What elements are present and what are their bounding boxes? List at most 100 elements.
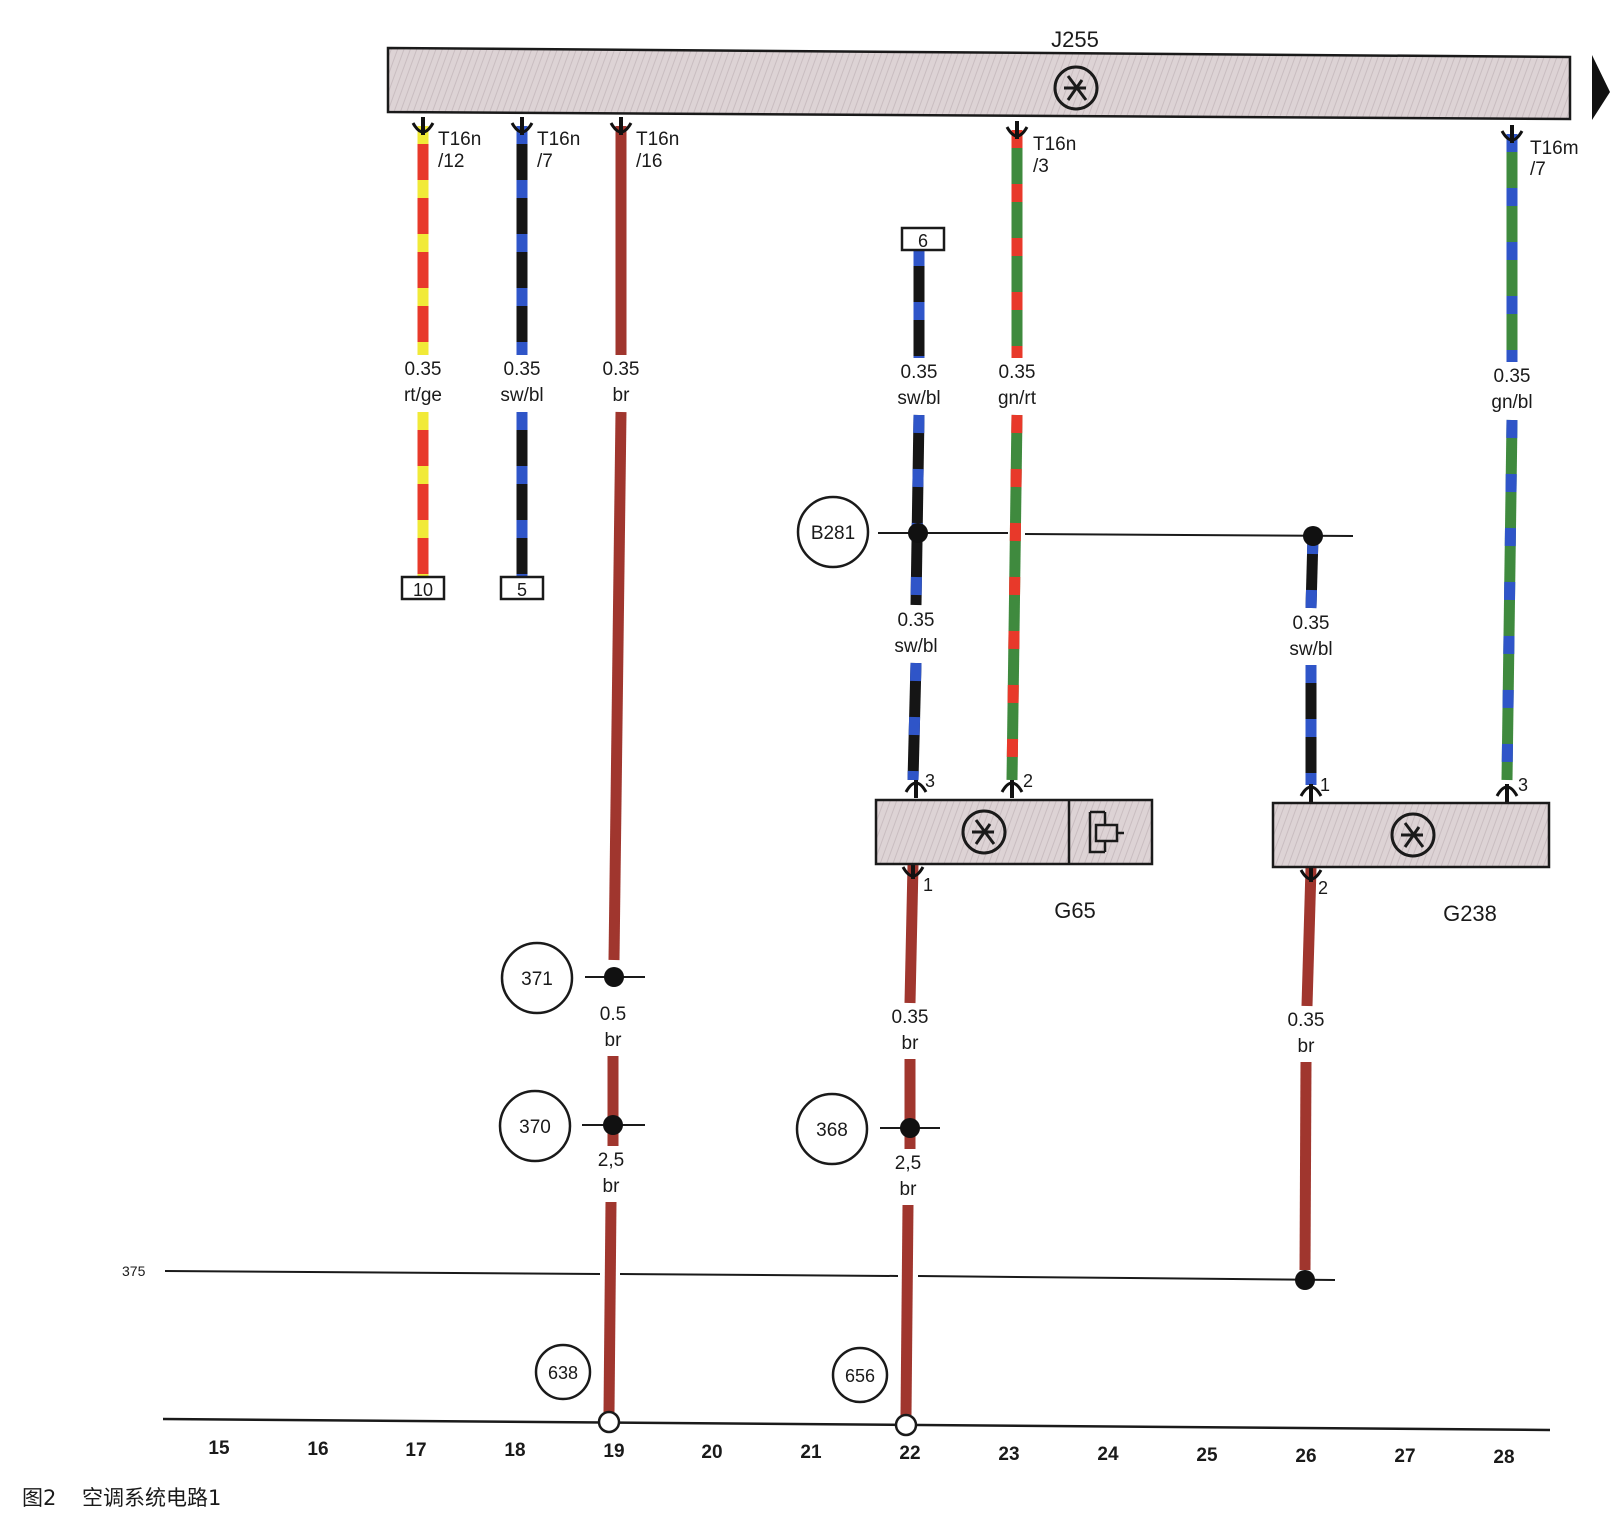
- pin-name-t16n-3: T16n: [1033, 134, 1076, 155]
- wire-w5: [1006, 414, 1023, 781]
- svg-text:0.35: 0.35: [892, 1007, 929, 1028]
- grid-number: 21: [800, 1442, 822, 1463]
- connection-656: 656: [831, 1346, 889, 1404]
- connector-pin-icon: [1000, 780, 1024, 798]
- g65-sensor: G65: [874, 798, 1154, 923]
- grid-number: 28: [1493, 1447, 1514, 1468]
- svg-text:0.35: 0.35: [603, 359, 640, 380]
- svg-text:2,5: 2,5: [598, 1150, 624, 1171]
- wire-label-w10: 2,5 br: [598, 1150, 624, 1197]
- wire-w3: [608, 411, 627, 961]
- line-375-label: 375: [122, 1263, 146, 1279]
- svg-text:0.35: 0.35: [1293, 613, 1330, 634]
- pin-num-t16n-3: /3: [1033, 156, 1049, 177]
- ground-point-638: [597, 1410, 621, 1434]
- wire-label-w11: 0.35 br: [892, 1007, 929, 1054]
- grid-number: 25: [1196, 1445, 1218, 1466]
- svg-text:6: 6: [918, 231, 928, 251]
- svg-text:B281: B281: [811, 523, 855, 544]
- connection-370: 370: [498, 1089, 572, 1163]
- junction-dots: [597, 523, 1323, 1437]
- svg-text:371: 371: [521, 969, 553, 990]
- pressure-sensor-icon: [1088, 810, 1124, 854]
- connection-b281: B281: [796, 495, 870, 569]
- grid-number: 19: [603, 1441, 624, 1462]
- svg-text:br: br: [902, 1033, 920, 1054]
- reference-boxes: 10 5 6: [400, 226, 946, 601]
- svg-text:656: 656: [845, 1366, 875, 1386]
- svg-text:gn/rt: gn/rt: [998, 388, 1037, 409]
- reference-box-6: 6: [900, 226, 946, 252]
- horizontal-lines: [162, 532, 1551, 1432]
- svg-text:2,5: 2,5: [895, 1153, 921, 1174]
- wire-w6: [1501, 419, 1518, 781]
- pin-g238-1: 1: [1320, 775, 1330, 795]
- wire-label-w6: 0.35 gn/bl: [1491, 366, 1532, 413]
- connector-pin-icon: [1005, 121, 1029, 139]
- j255-label: J255: [1051, 27, 1099, 52]
- pin-num-t16n-12: /12: [438, 151, 464, 172]
- ground-line: [162, 1417, 1551, 1432]
- junction-dot-b281: [908, 523, 928, 543]
- connector-pin-icon: [904, 780, 928, 798]
- grid-number: 17: [405, 1440, 426, 1461]
- connection-638: 638: [534, 1343, 592, 1401]
- connection-circles: B281 371 370 368 638 656 375: [122, 495, 889, 1404]
- electronic-symbol-icon: [1390, 812, 1436, 858]
- connector-symbols: [411, 117, 1524, 882]
- reference-box-5: 5: [499, 575, 545, 601]
- wire-w13: [1299, 1061, 1312, 1271]
- pin-name-t16n-12: T16n: [438, 129, 481, 150]
- svg-text:0.35: 0.35: [999, 362, 1036, 383]
- svg-text:gn/bl: gn/bl: [1491, 392, 1532, 413]
- junction-dot-368: [900, 1118, 920, 1138]
- connector-pin-icon: [510, 117, 534, 135]
- pin-g65-3: 3: [925, 771, 935, 791]
- wire-w8: [1305, 535, 1319, 609]
- junction-dot-b281-right: [1303, 526, 1323, 546]
- pin-num-t16m-7: /7: [1530, 159, 1546, 180]
- reference-box-10: 10: [400, 575, 446, 601]
- svg-text:0.5: 0.5: [600, 1004, 626, 1025]
- connector-pin-icon: [1495, 784, 1519, 802]
- grid-number: 22: [899, 1443, 920, 1464]
- ground-point-656: [894, 1413, 918, 1437]
- junction-dot-370: [603, 1115, 623, 1135]
- figure-caption: 图2 空调系统电路1: [22, 1486, 221, 1510]
- wire-label-w9: 0.5 br: [600, 1004, 626, 1051]
- pin-g238-2: 2: [1318, 878, 1328, 898]
- line-375-seg1: [164, 1270, 601, 1275]
- wire-label-w4: 0.35 sw/bl: [897, 362, 940, 409]
- svg-text:0.35: 0.35: [898, 610, 935, 631]
- svg-text:sw/bl: sw/bl: [500, 385, 543, 406]
- pin-g65-1: 1: [923, 875, 933, 895]
- junction-dot-371: [604, 967, 624, 987]
- svg-text:sw/bl: sw/bl: [897, 388, 940, 409]
- svg-text:br: br: [605, 1030, 623, 1051]
- connector-pin-icon: [609, 117, 633, 135]
- continuation-arrow-icon: [1592, 55, 1610, 120]
- pin-name-t16n-16: T16n: [636, 129, 679, 150]
- wire-w4: [910, 414, 925, 606]
- electronic-symbol-icon: [961, 809, 1007, 855]
- svg-text:0.35: 0.35: [901, 362, 938, 383]
- wire-label-w12: 2,5br: [895, 1153, 921, 1200]
- j255-control-unit: J255: [386, 27, 1610, 121]
- g238-label: G238: [1443, 901, 1497, 926]
- wires-layer: [417, 126, 1518, 1416]
- svg-text:0.35: 0.35: [1494, 366, 1531, 387]
- grid-number: 26: [1295, 1446, 1316, 1467]
- line-375-seg2: [619, 1273, 899, 1277]
- svg-text:0.35: 0.35: [405, 359, 442, 380]
- svg-text:10: 10: [413, 580, 433, 600]
- svg-text:br: br: [603, 1176, 621, 1197]
- grid-number: 27: [1394, 1446, 1415, 1467]
- grid-number: 18: [504, 1440, 525, 1461]
- grid-number: 16: [307, 1439, 328, 1460]
- line-375-seg3: [917, 1275, 1336, 1281]
- svg-text:br: br: [1298, 1036, 1316, 1057]
